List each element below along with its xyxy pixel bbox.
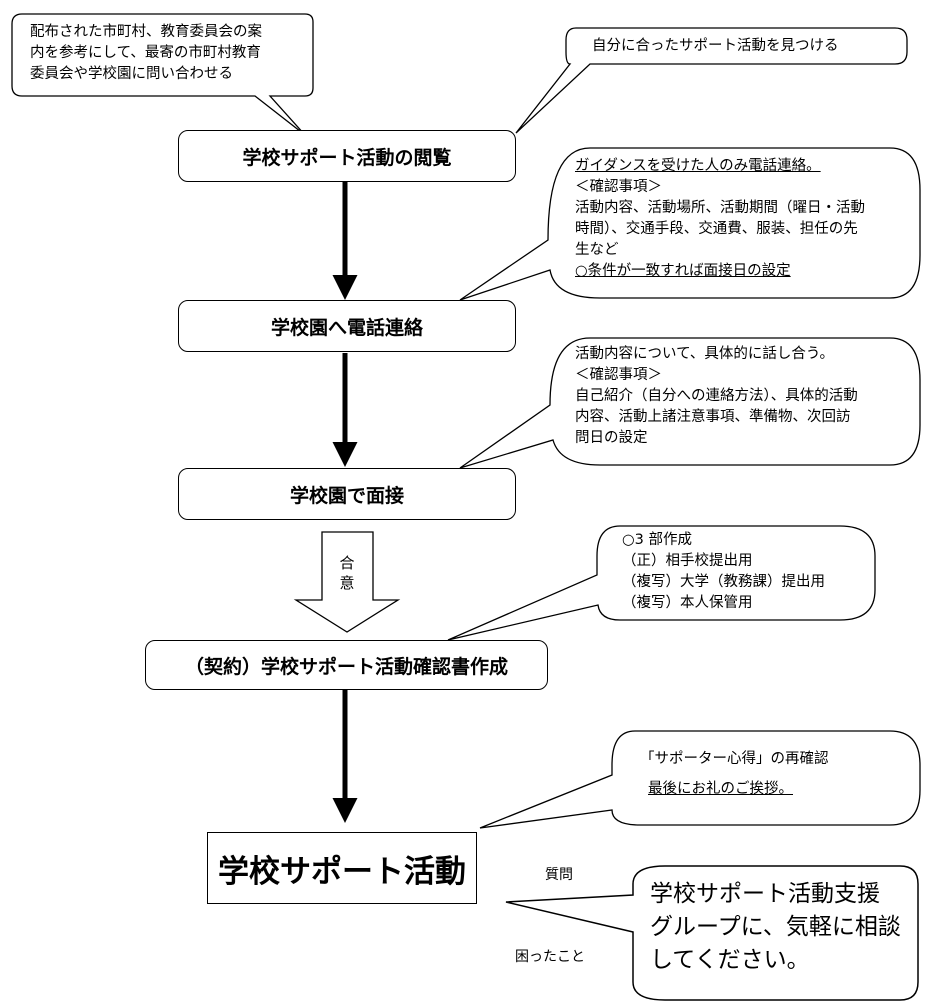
callout-interview-line: 問日の設定 xyxy=(575,430,648,446)
callout-phone-bubble xyxy=(459,147,921,301)
callout-phone-line: 活動内容、活動場所、活動期間（曜日・活動 xyxy=(575,200,865,216)
agreement-char-2: 意 xyxy=(339,574,355,592)
callout-support-bubble xyxy=(505,865,919,1001)
callout-support-line: 学校サポート活動支援 xyxy=(650,881,880,907)
callout-interview-bubble xyxy=(459,337,921,469)
callout-contact-text: 配布された市町村、教育委員会の案 内を参考にして、最寄の市町村教育 委員会や学校… xyxy=(30,22,262,85)
callout-find-text: 自分に合ったサポート活動を見つける xyxy=(592,36,839,57)
callout-interview-lead: 活動内容について、具体的に話し合う。 xyxy=(575,346,834,362)
callout-reminder-text: 「サポーター心得」の再確認 最後にお礼のご挨拶。 xyxy=(640,744,829,804)
callout-contact-line: 委員会や学校園に問い合わせる xyxy=(30,66,233,82)
callout-interview-line: 自己紹介（自分への連絡方法）、具体的活動 xyxy=(575,388,858,404)
step-browse-label: 学校サポート活動の閲覧 xyxy=(242,146,452,169)
callout-interview-text: 活動内容について、具体的に話し合う。 ＜確認事項＞ 自己紹介（自分への連絡方法）… xyxy=(575,344,858,449)
callout-copies-line: （複写）大学（教務課）提出用 xyxy=(622,574,825,590)
callout-copies-line: （複写）本人保管用 xyxy=(622,595,753,611)
callout-reminder-line1: 「サポーター心得」の再確認 xyxy=(640,751,829,767)
step-interview: 学校園で面接 xyxy=(178,468,516,520)
step-contract: （契約）学校サポート活動確認書作成 xyxy=(145,640,548,690)
step-phone-label: 学校園へ電話連絡 xyxy=(270,316,423,339)
callout-copies-line: ○3 部作成 xyxy=(622,532,692,548)
callout-phone-lead: ガイダンスを受けた人のみ電話連絡。 xyxy=(575,158,821,174)
callout-contact-line: 配布された市町村、教育委員会の案 xyxy=(30,24,262,40)
callout-phone-text: ガイダンスを受けた人のみ電話連絡。 ＜確認事項＞ 活動内容、活動場所、活動期間（… xyxy=(575,156,865,282)
callout-reminder-line2: 最後にお礼のご挨拶。 xyxy=(648,781,793,797)
callout-interview-line: 内容、活動上諸注意事項、準備物、次回訪 xyxy=(575,409,851,425)
question-label: 質問 xyxy=(545,867,573,883)
agreement-hollow-arrow xyxy=(293,531,401,633)
callout-find-bubble xyxy=(515,27,908,134)
callout-phone-header: ＜確認事項＞ xyxy=(575,179,662,195)
step-phone: 学校園へ電話連絡 xyxy=(178,300,516,352)
callout-contact-line: 内を参考にして、最寄の市町村教育 xyxy=(30,45,261,61)
callout-support-line: してください。 xyxy=(650,947,810,973)
callout-phone-line: 生など xyxy=(575,242,619,258)
agreement-label: 合 意 xyxy=(337,553,357,593)
step-activity: 学校サポート活動 xyxy=(207,832,477,904)
callout-phone-condition: ○条件が一致すれば面接日の設定 xyxy=(575,263,791,279)
callout-find-line: 自分に合ったサポート活動を見つける xyxy=(592,38,839,54)
callout-contact-bubble xyxy=(11,13,314,136)
callout-copies-bubble xyxy=(447,525,876,641)
callout-support-text: 学校サポート活動支援 グループに、気軽に相談 してください。 xyxy=(650,878,901,977)
callout-support-line: グループに、気軽に相談 xyxy=(650,914,901,940)
callout-copies-line: （正）相手校提出用 xyxy=(622,553,753,569)
step-browse: 学校サポート活動の閲覧 xyxy=(178,130,516,182)
callout-copies-text: ○3 部作成 （正）相手校提出用 （複写）大学（教務課）提出用 （複写）本人保管… xyxy=(622,530,825,614)
trouble-label: 困ったこと xyxy=(515,949,585,965)
callout-interview-header: ＜確認事項＞ xyxy=(575,367,662,383)
step-contract-label: （契約）学校サポート活動確認書作成 xyxy=(184,655,508,678)
step-interview-label: 学校園で面接 xyxy=(289,484,404,507)
callout-phone-line: 時間）、交通手段、交通費、服装、担任の先 xyxy=(575,221,858,237)
step-activity-label: 学校サポート活動 xyxy=(218,853,466,890)
callout-reminder-bubble xyxy=(479,730,921,829)
agreement-char-1: 合 xyxy=(339,554,355,572)
